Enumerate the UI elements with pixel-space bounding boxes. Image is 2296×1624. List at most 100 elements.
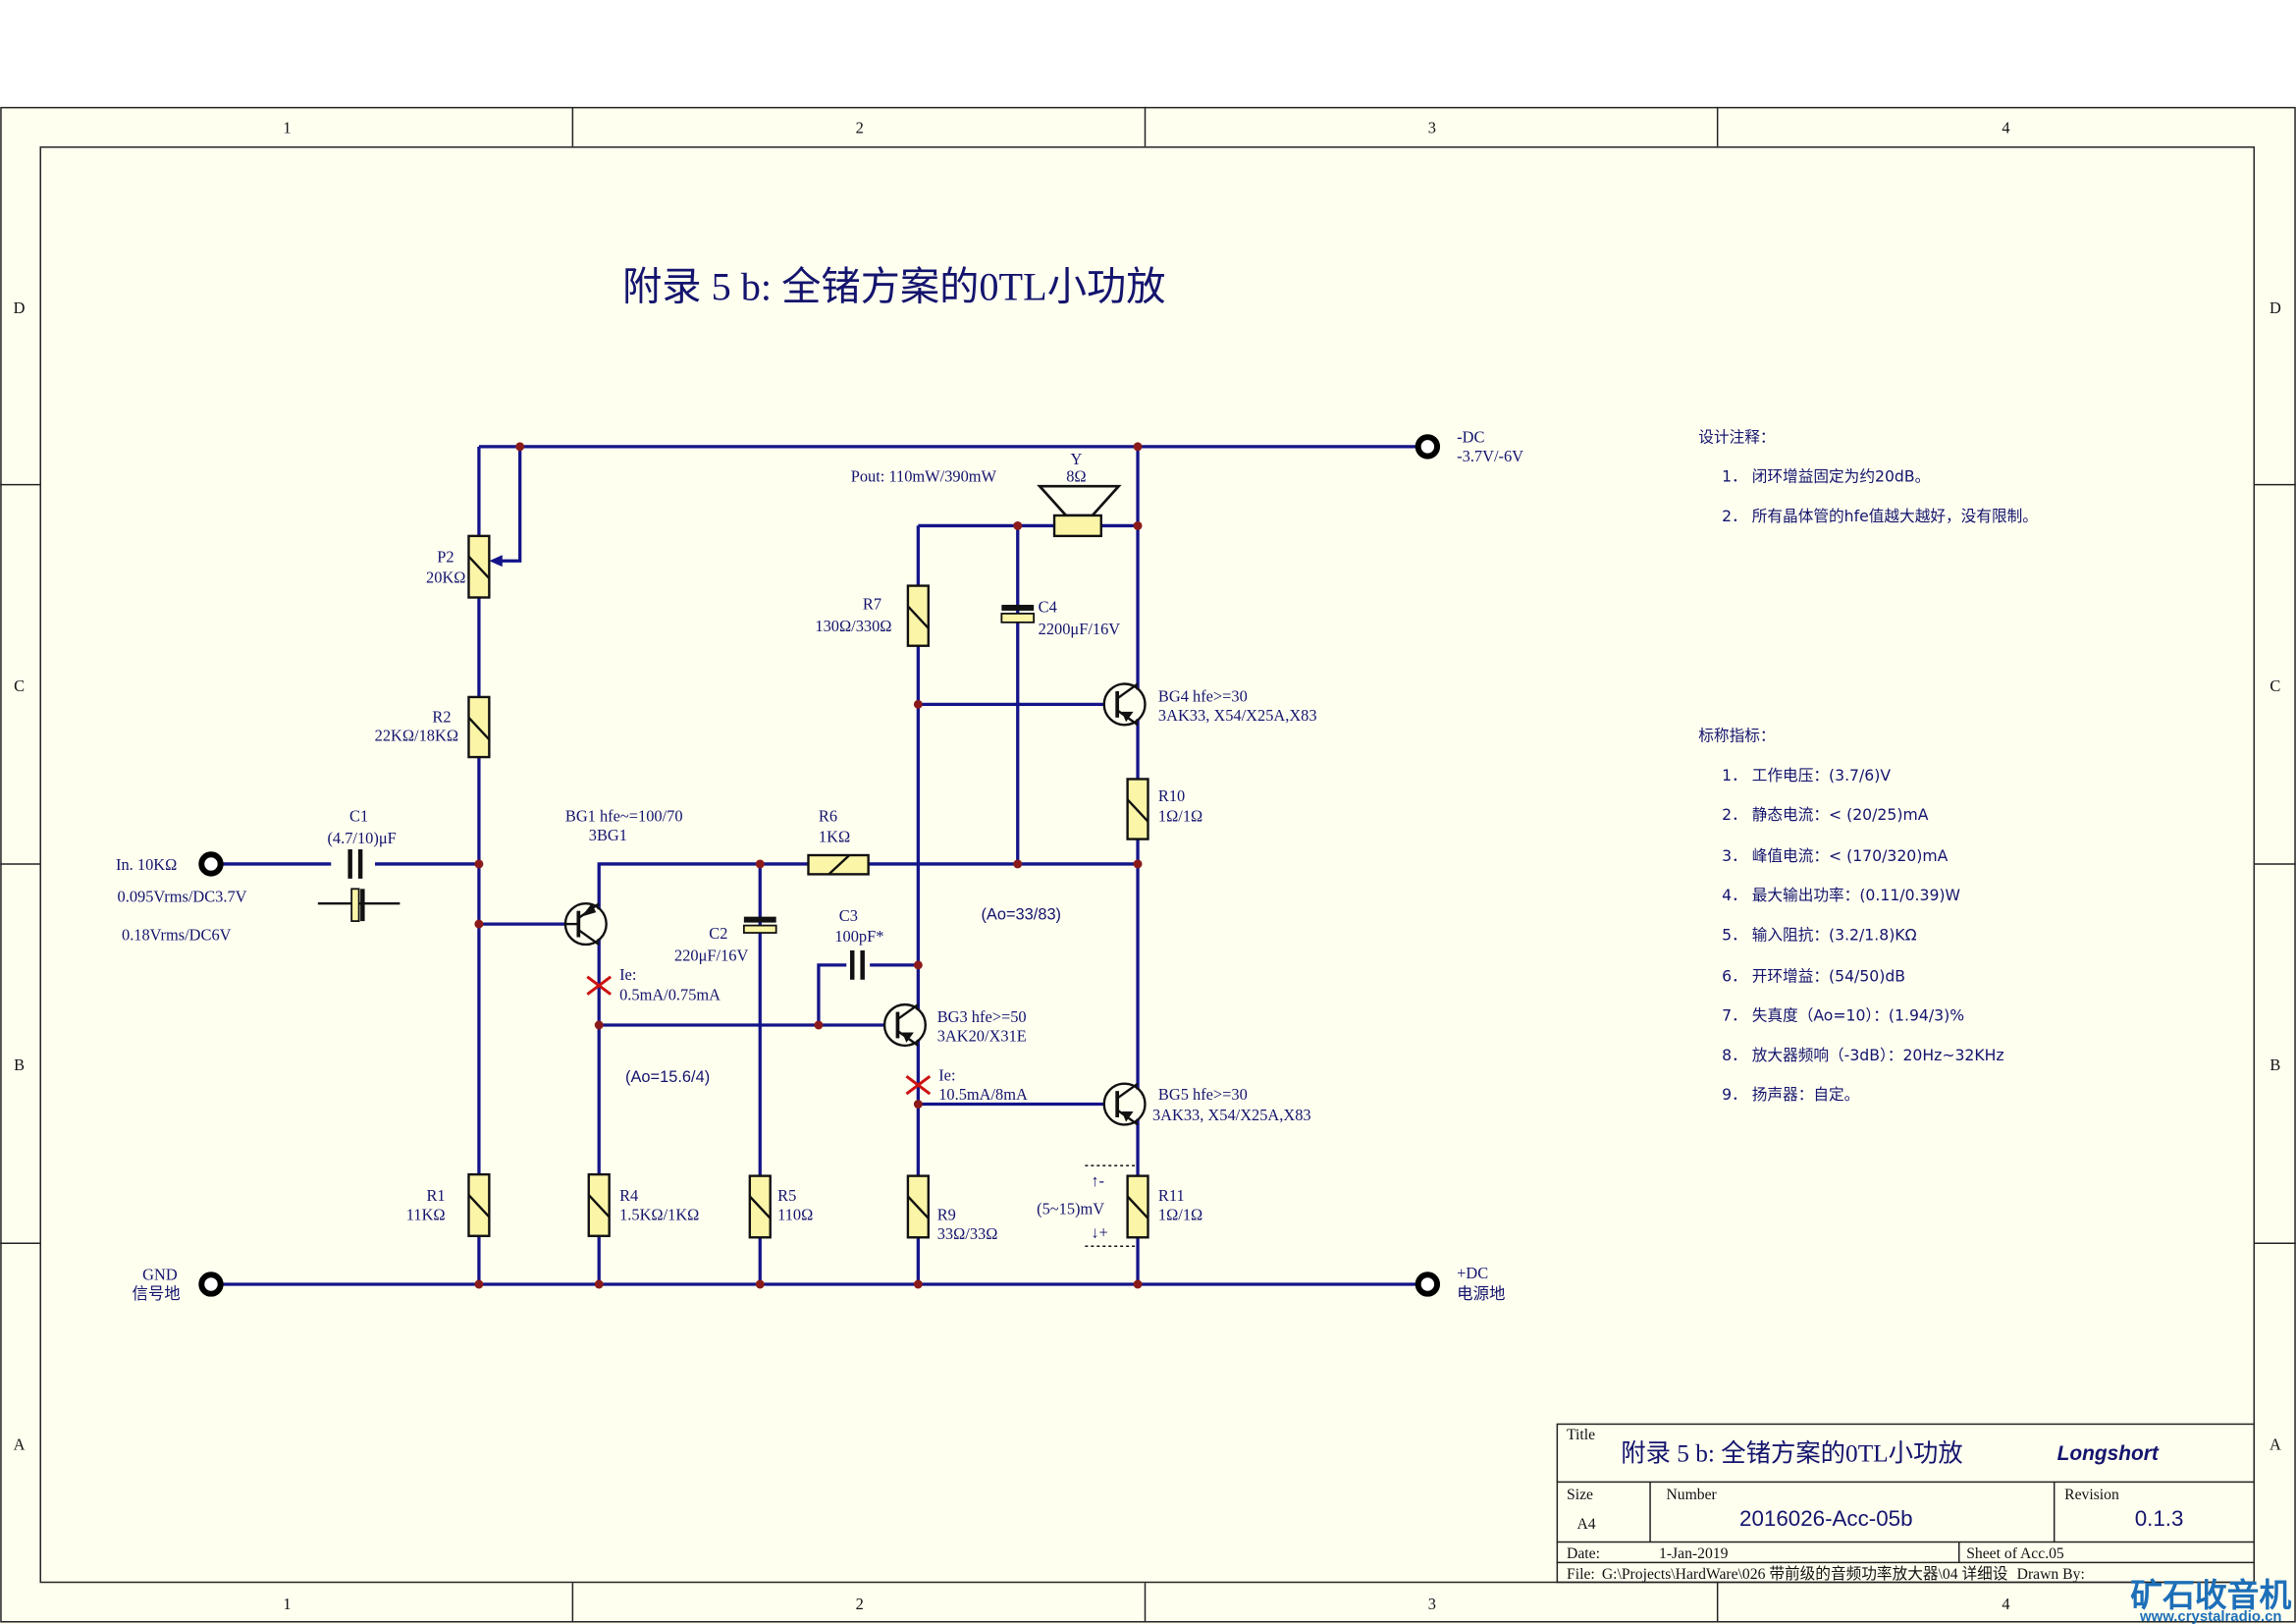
title-block: Title 附录 5 b: 全锗方案的0TL小功放 Longshort Size… [1556, 1423, 2256, 1584]
input-level-2: 0.18Vrms/DC6V [122, 926, 232, 945]
r1-value: 11KΩ [406, 1205, 446, 1223]
watermark-text: 矿石收音机 [2130, 1577, 2291, 1614]
ie3-value: 10.5mA/8mA [938, 1085, 1028, 1104]
r9-ref: R9 [937, 1205, 956, 1223]
labels: -DC -3.7V/-6V +DC 电源地 GND 信号地 In. 10KΩ 0… [116, 427, 1523, 1302]
r6-ref: R6 [819, 807, 837, 826]
terminal-gnd [198, 1272, 224, 1297]
spec-item: 8． 放大器频响（-3dB）：20Hz~32KHz [1722, 1046, 2004, 1064]
resistor-r11 [1126, 1174, 1149, 1239]
r5-value: 110Ω [777, 1205, 813, 1223]
p2-ref: P2 [437, 548, 454, 567]
r10-value: 1Ω/1Ω [1158, 807, 1202, 826]
grid-labels: 1 2 3 4 1 2 3 4 D C B A D C B A [14, 119, 2281, 1613]
capacitor-c2 [742, 916, 777, 934]
c3-ref: C3 [839, 906, 858, 925]
row-label: C [14, 677, 25, 695]
r6-value: 1KΩ [819, 828, 850, 846]
specs-heading: 标称指标： [1698, 727, 1775, 745]
grid-dividers [0, 106, 2296, 1623]
r9-value: 33Ω/33Ω [937, 1224, 998, 1243]
r7-ref: R7 [863, 594, 881, 613]
neg-dc-name: -DC [1457, 427, 1484, 446]
title-label: Title [1567, 1427, 1595, 1443]
neg-dc-value: -3.7V/-6V [1457, 447, 1523, 465]
spec-item: 7． 失真度（Ao=10）：(1.94/3)% [1722, 1006, 1964, 1025]
resistor-r10 [1126, 778, 1149, 840]
sheet-value: Sheet of Acc.05 [1966, 1545, 2064, 1562]
bg5-ref: BG5 hfe>=30 [1158, 1085, 1248, 1104]
capacitor-c1 [317, 849, 400, 923]
input-name: In. 10KΩ [116, 855, 177, 874]
pos-dc-name: +DC [1457, 1264, 1488, 1282]
r1-ref: R1 [426, 1186, 445, 1205]
date-value: 1-Jan-2019 [1659, 1545, 1729, 1562]
r11-value: 1Ω/1Ω [1158, 1205, 1202, 1223]
mv-label: (5~15)mV [1037, 1199, 1104, 1218]
bg1-value: 3BG1 [589, 826, 627, 844]
c3-value: 100pF* [834, 927, 883, 946]
r10-ref: R10 [1158, 786, 1185, 805]
ie3-label: Ie: [938, 1066, 955, 1085]
wiper-arrow-icon [489, 555, 503, 568]
resistor-r2 [467, 695, 491, 759]
bg4-value: 3AK33, X54/X25A,X83 [1158, 706, 1317, 725]
watermark-url: www.crystalradio.cn [2139, 1609, 2281, 1624]
revision-label: Revision [2064, 1487, 2119, 1503]
row-label: C [2269, 677, 2280, 695]
design-notes-heading: 设计注释： [1698, 427, 1775, 446]
resistor-p2 [467, 534, 491, 599]
terminal-pos-dc [1415, 1272, 1441, 1297]
transistor-bg3 [882, 1002, 927, 1048]
number-value: 2016026-Acc-05b [1739, 1506, 1913, 1531]
c1-value: (4.7/10)μF [327, 829, 396, 847]
r7-value: 130Ω/330Ω [815, 617, 891, 635]
ie1-value: 0.5mA/0.75mA [619, 986, 721, 1004]
spec-item: 1． 工作电压：(3.7/6)V [1722, 766, 1891, 785]
resistor-r6 [807, 853, 870, 876]
bg1-ref: BG1 hfe~=100/70 [565, 807, 683, 826]
cross-marker-icon [905, 1075, 932, 1096]
transistor-bg4 [1102, 682, 1147, 727]
date-label: Date: [1567, 1545, 1600, 1562]
spec-item: 9． 扬声器：自定。 [1722, 1085, 1859, 1104]
r5-ref: R5 [777, 1186, 796, 1205]
spec-item: 6． 开环增益：(54/50)dB [1722, 966, 1905, 985]
r2-ref: R2 [432, 707, 451, 726]
pos-dc-value: 电源地 [1457, 1284, 1505, 1303]
file-label: File: [1567, 1566, 1595, 1583]
gnd-name: GND [142, 1266, 178, 1284]
row-label: A [2269, 1435, 2281, 1454]
drawn-by-label: Drawn By: [2017, 1566, 2085, 1583]
gain-annotation-2: (Ao=33/83) [981, 906, 1061, 924]
col-label: 2 [856, 1595, 864, 1613]
c2-value: 220μF/16V [674, 946, 748, 964]
bg3-ref: BG3 hfe>=50 [937, 1007, 1027, 1026]
col-label: 1 [283, 119, 291, 137]
r2-value: 22KΩ/18KΩ [375, 727, 458, 745]
resistor-r5 [748, 1174, 772, 1239]
col-label: 3 [1428, 1595, 1436, 1613]
col-label: 4 [2002, 1595, 2009, 1613]
transistor-bg5 [1102, 1082, 1147, 1126]
file-value: G:\Projects\HardWare\026 带前级的音频功率放大器\04 … [1602, 1565, 2008, 1583]
capacitor-c3 [846, 949, 871, 980]
inner-border [39, 146, 2256, 1584]
row-label: A [14, 1435, 26, 1454]
gain-annotation-1: (Ao=15.6/4) [625, 1068, 710, 1086]
c1-ref: C1 [349, 807, 368, 826]
size-label: Size [1567, 1487, 1593, 1503]
design-notes: 设计注释： 1． 闭环增益固定为约20dB。 2． 所有晶体管的hfe值越大越好… [1698, 427, 2038, 525]
speaker-value: 8Ω [1066, 467, 1086, 486]
design-note: 1． 闭环增益固定为约20dB。 [1722, 467, 1930, 486]
pout-label: Pout: 110mW/390mW [851, 467, 997, 486]
spec-item: 2． 静态电流：< (20/25)mA [1722, 805, 1929, 824]
junctions [474, 442, 1143, 1289]
size-value: A4 [1576, 1516, 1595, 1533]
mv-top: ↑- [1091, 1171, 1104, 1190]
capacitor-c4 [1000, 604, 1036, 623]
terminal-neg-dc [1415, 434, 1441, 460]
speaker-icon [1037, 484, 1122, 538]
col-label: 1 [283, 1595, 291, 1613]
